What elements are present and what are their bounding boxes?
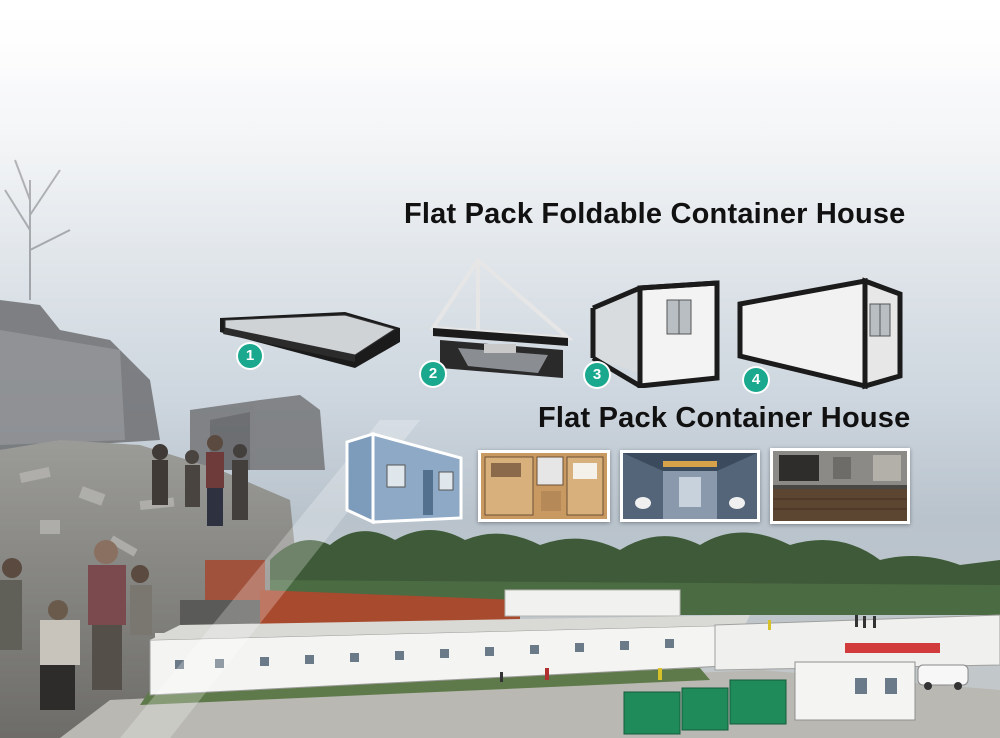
workers-group	[0, 435, 248, 710]
folded-container-flat-icon	[220, 312, 400, 368]
container-bathroom-thumb	[620, 450, 760, 522]
container-open-side-icon	[590, 280, 720, 388]
step-badge: 1	[238, 344, 262, 368]
headline-flat-pack: Flat Pack Container House	[538, 402, 911, 434]
green-utility-boxes	[623, 679, 787, 735]
step-badge: 4	[744, 368, 768, 392]
container-assembled-icon	[737, 277, 903, 390]
excavator	[180, 560, 270, 625]
step-badge: 3	[585, 363, 609, 387]
headline-foldable: Flat Pack Foldable Container House	[404, 198, 906, 230]
container-kitchen-thumb	[770, 448, 910, 524]
container-floor-plan-thumb	[478, 450, 610, 522]
container-unfolding-frame-icon	[429, 258, 573, 378]
container-camp	[149, 589, 1000, 735]
step-badge: 2	[421, 362, 445, 386]
ruined-buildings	[0, 300, 325, 470]
blue-container-exterior-thumb	[343, 430, 463, 525]
